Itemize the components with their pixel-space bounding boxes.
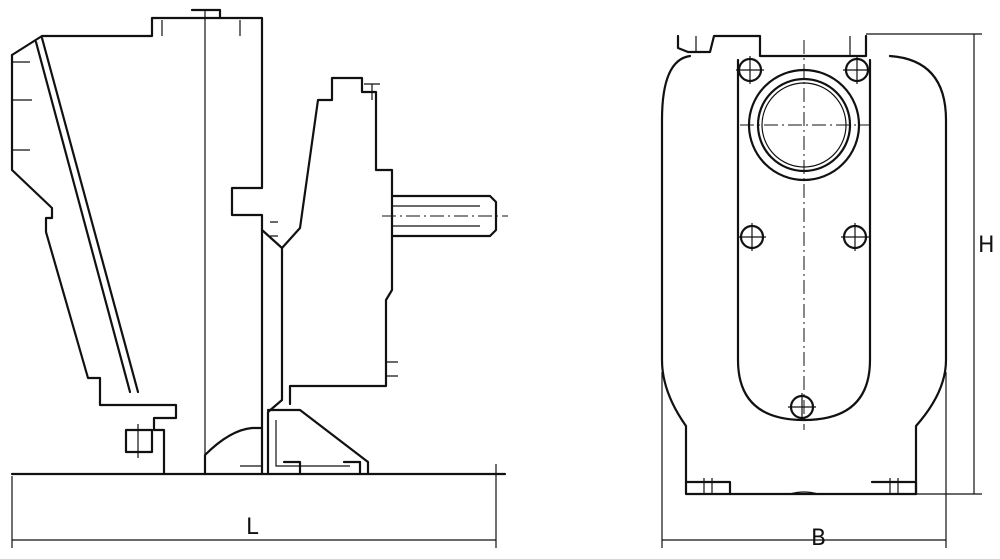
bearing-housing-outline [280,76,394,406]
drain-plug [124,428,154,454]
base-centre-notch [789,491,819,495]
bracket-front-edge [260,228,284,476]
top-port-cap [190,8,222,20]
length-label: L [246,515,259,540]
bolt-middle-left [738,223,766,251]
pump-side-view [10,8,508,476]
cover-flange-ticks [12,61,32,151]
bearing-housing-bottom-ticks [386,361,398,377]
foot-bolt-pads [282,460,362,476]
cover-slant-inner [34,40,132,394]
width-label: B [811,526,826,551]
pump-front-view [660,34,948,496]
base-foot-bolts [703,478,899,494]
support-foot-inner [275,420,350,467]
dimension-length: L [11,464,497,548]
bearing-housing-top-tick [364,83,380,100]
dimension-height: H [866,33,995,495]
top-flange [676,34,868,58]
pump-casing-outline [10,16,264,476]
bolt-middle-right [841,223,869,251]
bolt-top-right [843,56,871,84]
bolt-top-left [736,56,764,84]
bolt-bottom [788,393,816,421]
front-cover-outline [10,53,178,476]
support-foot [266,408,370,476]
volute-corner [203,426,264,476]
top-flange-ticks [695,36,851,56]
height-label: H [978,233,995,258]
base-feet [684,480,918,496]
bracket-ticks [270,221,278,237]
dimension-width: B [661,372,947,551]
cover-slant-outer [40,36,140,394]
